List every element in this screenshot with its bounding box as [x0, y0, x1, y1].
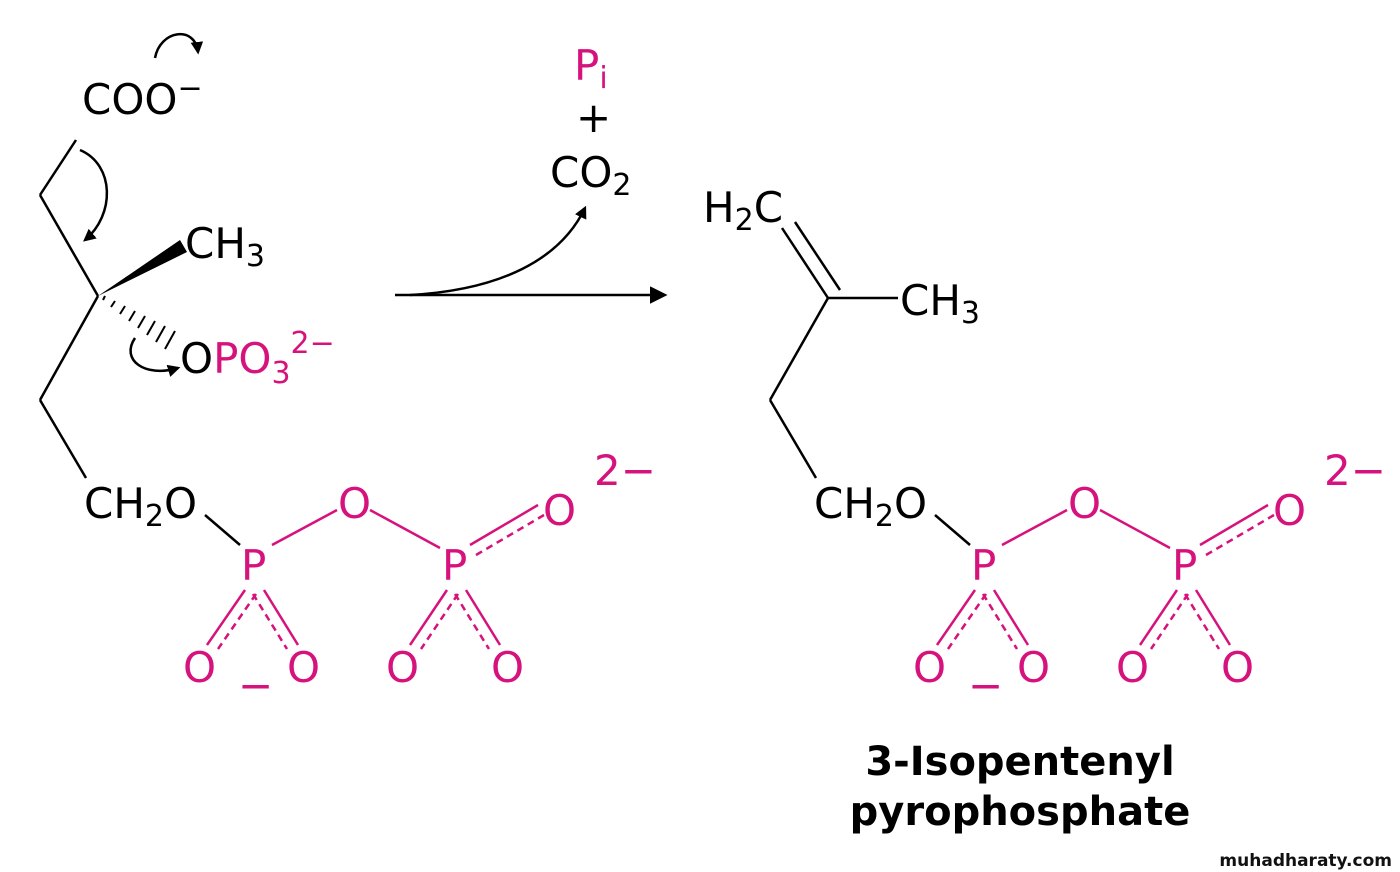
curved-arrow-icon: [129, 337, 181, 377]
oxygen-label: O: [1017, 643, 1050, 692]
co2-label: CO2: [550, 148, 631, 203]
watermark: muhadharaty.com: [1219, 851, 1392, 871]
minus-label: −: [238, 661, 273, 710]
plus-label: +: [576, 93, 611, 142]
oxygen-label: O: [1068, 479, 1101, 528]
curved-arrow-icon: [79, 148, 109, 242]
oxygen-label: O: [543, 486, 576, 535]
wedge-bond: [98, 240, 187, 296]
oxygen-label: O: [1221, 643, 1254, 692]
pi-label: Pi: [574, 41, 608, 96]
oxygen-label: O: [1273, 486, 1306, 535]
curved-arrow-icon: [153, 33, 204, 59]
carboxylate-label: COO−: [82, 71, 203, 124]
phosphate-leaving-group-label: OPO32−: [180, 326, 335, 391]
substrate-molecule: COO− CH3 OPO32− CH2O P O P O 2− O O O O: [38, 33, 656, 710]
ch2o-label: CH2O: [814, 479, 927, 534]
phosphorus-label: P: [442, 541, 467, 590]
oxygen-label: O: [183, 643, 216, 692]
pyrophosphate-group: P O P O 2− O O O O −: [913, 446, 1386, 710]
charge-label: 2−: [1324, 446, 1386, 495]
oxygen-label: O: [338, 479, 371, 528]
phosphorus-label: P: [241, 541, 266, 590]
phosphorus-label: P: [971, 541, 996, 590]
ch2o-label: CH2O: [84, 479, 197, 534]
product-name-line2: pyrophosphate: [850, 789, 1191, 835]
oxygen-label: O: [913, 643, 946, 692]
product-molecule: H2C CH3 CH2O P O P O 2− O O O O − 3-Isop…: [703, 183, 1386, 835]
byproducts: Pi + CO2: [550, 41, 631, 203]
oxygen-label: O: [1116, 643, 1149, 692]
methyl-label: CH3: [900, 276, 980, 331]
oxygen-label: O: [287, 643, 320, 692]
h2c-label: H2C: [703, 183, 783, 238]
phosphorus-label: P: [1172, 541, 1197, 590]
product-name-line1: 3-Isopentenyl: [865, 739, 1174, 785]
minus-label: −: [968, 661, 1003, 710]
reaction-arrow: [395, 205, 668, 304]
oxygen-label: O: [386, 643, 419, 692]
oxygen-label: O: [491, 643, 524, 692]
hashed-bond: [102, 295, 176, 350]
charge-label: 2−: [594, 446, 656, 495]
methyl-label: CH3: [185, 219, 265, 274]
pyrophosphate-group: P O P O 2− O O O O −: [183, 446, 656, 710]
